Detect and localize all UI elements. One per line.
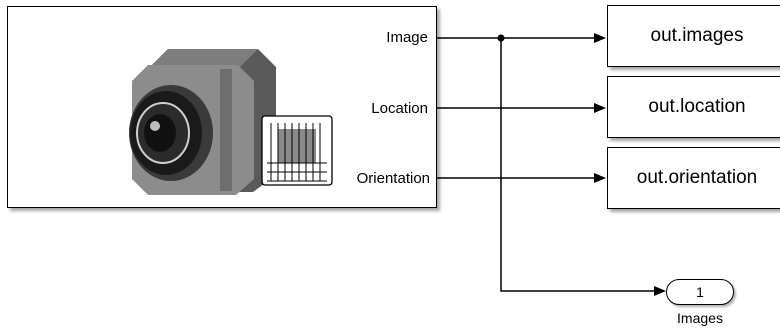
signal-line-branch[interactable] [500,38,655,292]
camera-sensor-block[interactable]: Image Location Orientation [7,6,437,208]
sink-block-location[interactable]: out.location [607,76,780,138]
camera-icon [129,49,276,195]
arrowhead-image [594,33,606,43]
arrowhead-outport [654,286,666,296]
arrowhead-location [594,103,606,113]
sink-block-orientation[interactable]: out.orientation [607,147,780,209]
sink-label-orientation: out.orientation [636,167,758,188]
outport-block[interactable]: 1 [666,279,734,305]
outport-number: 1 [696,284,704,300]
port-label-image: Image [386,29,428,46]
sink-label-images: out.images [650,25,744,46]
outport-name-label: Images [677,310,723,326]
port-label-orientation: Orientation [356,170,430,187]
sink-block-images[interactable]: out.images [607,5,780,67]
sensor-grid-icon [261,115,333,186]
arrowhead-orientation [594,173,606,183]
sink-label-location: out.location [648,96,746,117]
port-label-location: Location [371,100,428,117]
